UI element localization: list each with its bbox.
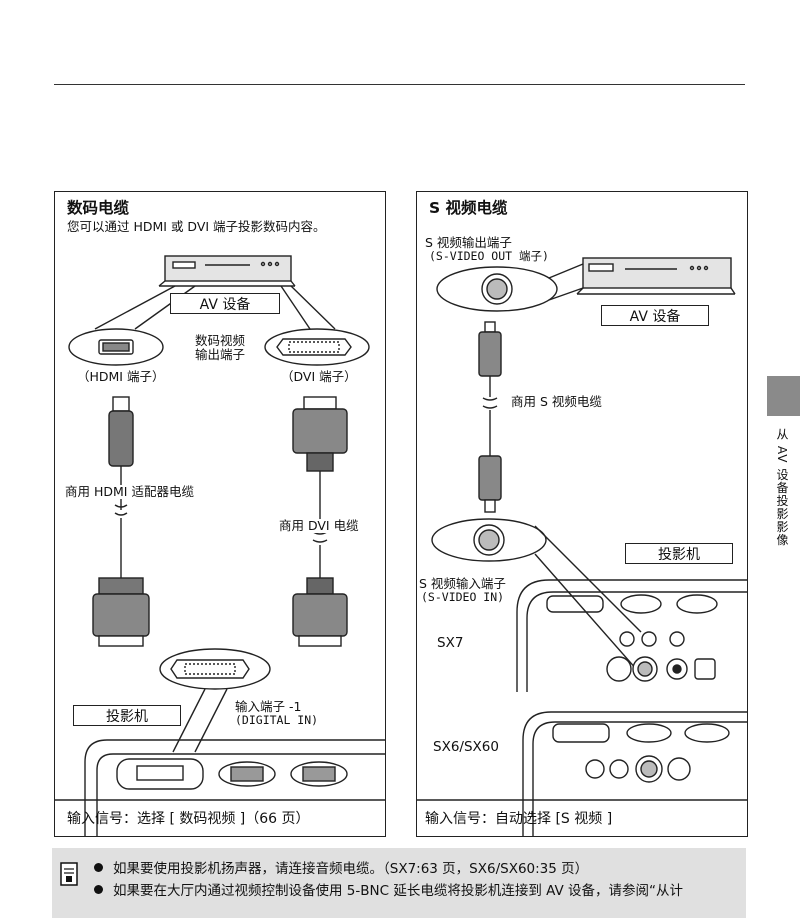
- top-rule: [54, 84, 745, 85]
- bullet-icon: [94, 863, 103, 872]
- digital-out-label-1: 数码视频: [195, 333, 246, 348]
- s-video-out-label-1: S 视频输出端子: [425, 235, 512, 250]
- s-video-in-label-1: S 视频输入端子: [419, 576, 506, 591]
- digital-out-label-2: 输出端子: [195, 347, 246, 362]
- s-video-cable-label: 商用 S 视频电缆: [511, 394, 602, 409]
- model-label-sx7: SX7: [437, 635, 464, 651]
- digital-cable-panel: 数码电缆 您可以通过 HDMI 或 DVI 端子投影数码内容。 AV 设备 数码…: [54, 191, 386, 837]
- note-item: 如果要在大厅内通过视频控制设备使用 5-BNC 延长电缆将投影机连接到 AV 设…: [94, 879, 683, 899]
- digital-connection-illustration: [55, 255, 385, 836]
- panel-title: S 视频电缆: [429, 199, 508, 217]
- panel-footer: 输入信号：自动选择 [S 视频 ]: [425, 811, 613, 827]
- s-video-connection-illustration: [417, 257, 747, 836]
- av-device-label: AV 设备: [601, 305, 709, 326]
- av-device-label: AV 设备: [170, 293, 280, 314]
- panel-footer: 输入信号：选择 [ 数码视频 ]（66 页）: [67, 811, 310, 827]
- projector-label: 投影机: [625, 543, 733, 564]
- bullet-icon: [94, 885, 103, 894]
- input-terminal-label-1: 输入端子 -1: [235, 699, 302, 714]
- dvi-cable-label: 商用 DVI 电缆: [279, 518, 359, 534]
- hdmi-terminal-label: （HDMI 端子）: [77, 369, 165, 384]
- panel-title: 数码电缆: [67, 199, 130, 217]
- note-box: 如果要使用投影机扬声器，请连接音频电缆。（SX7:63 页，SX6/SX60:3…: [52, 848, 746, 918]
- memo-icon: [60, 862, 78, 886]
- hdmi-cable-label: 商用 HDMI 适配器电缆: [65, 484, 194, 500]
- s-video-in-label-2: (S-VIDEO IN): [421, 590, 505, 604]
- section-tab-marker: [767, 376, 800, 416]
- s-video-out-label-2: (S-VIDEO OUT 端子): [429, 249, 549, 263]
- panel-subtitle: 您可以通过 HDMI 或 DVI 端子投影数码内容。: [67, 219, 326, 234]
- section-tab-label: 从 AV 设备投影影像: [775, 428, 789, 547]
- model-label-sx6: SX6/SX60: [433, 739, 499, 755]
- projector-label: 投影机: [73, 705, 181, 726]
- note-text: 如果要使用投影机扬声器，请连接音频电缆。（SX7:63 页，SX6/SX60:3…: [113, 861, 589, 877]
- input-terminal-label-2: (DIGITAL IN): [235, 713, 319, 727]
- dvi-terminal-label: （DVI 端子）: [281, 369, 357, 384]
- note-text: 如果要在大厅内通过视频控制设备使用 5-BNC 延长电缆将投影机连接到 AV 设…: [113, 883, 684, 899]
- s-video-cable-panel: S 视频电缆 S 视频输出端子 (S-VIDEO OUT 端子) AV 设备 商…: [416, 191, 748, 837]
- note-item: 如果要使用投影机扬声器，请连接音频电缆。（SX7:63 页，SX6/SX60:3…: [94, 857, 588, 877]
